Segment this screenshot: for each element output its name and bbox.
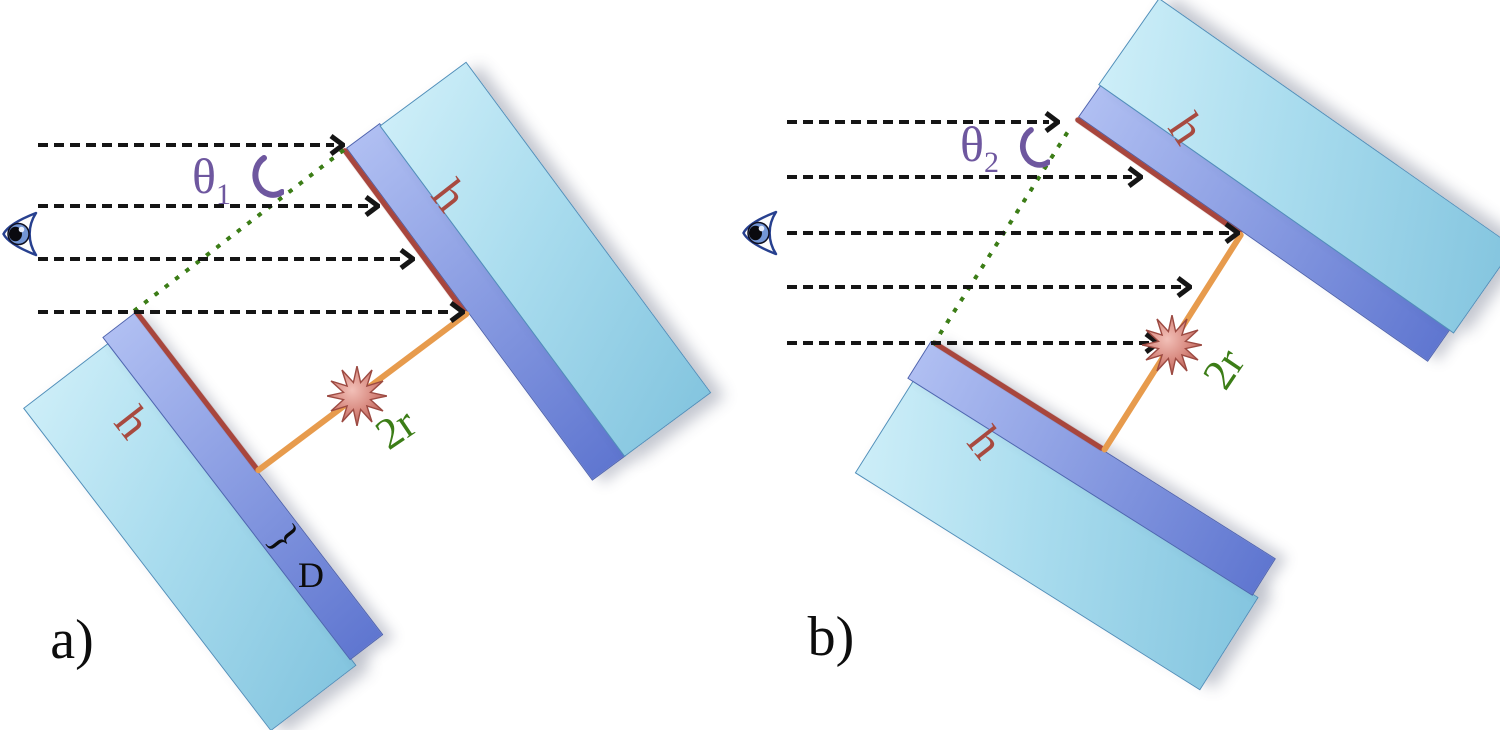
ray-arrowhead-icon — [1127, 166, 1143, 188]
ray-arrowhead-icon — [1176, 276, 1192, 298]
ray-arrowhead-icon — [1044, 111, 1060, 133]
panel-label-b: b) — [807, 606, 855, 668]
angle-label-theta1: θ1 — [192, 146, 292, 211]
ray-arrowhead-icon — [1224, 222, 1240, 244]
ray-dashed-line — [787, 231, 1229, 235]
ray-arrowhead-icon — [449, 301, 465, 323]
observer-eye-icon — [742, 210, 778, 256]
incident-ray — [787, 165, 1143, 189]
ray-dashed-line — [38, 310, 454, 314]
ray-dashed-line — [787, 285, 1181, 289]
ray-dashed-line — [38, 204, 369, 208]
scatter-burst-icon — [1142, 315, 1202, 375]
angle-arc-icon — [252, 155, 284, 198]
observer-eye-icon — [2, 211, 38, 257]
panel-label-a: a) — [50, 609, 94, 671]
incident-ray — [787, 275, 1192, 299]
incident-ray — [787, 221, 1240, 245]
incident-ray — [38, 247, 415, 271]
ray-dashed-line — [38, 257, 404, 261]
ray-arrowhead-icon — [399, 248, 415, 270]
angle-label-theta2: θ2 — [960, 114, 1060, 179]
theta-symbol: θ1 — [192, 148, 231, 211]
incident-ray — [787, 110, 1060, 134]
ray-arrowhead-icon — [329, 134, 345, 156]
separation-label-2r: 2r — [1193, 339, 1255, 398]
ray-dashed-line — [787, 175, 1132, 179]
ray-dashed-line — [38, 143, 334, 147]
thickness-label-d: D — [298, 555, 324, 595]
incident-ray — [38, 194, 380, 218]
scatter-burst-icon — [327, 366, 387, 426]
incident-ray — [787, 331, 1160, 355]
ray-dashed-line — [787, 120, 1049, 124]
incident-ray — [38, 300, 465, 324]
ray-dashed-line — [787, 341, 1149, 345]
angle-arc-icon — [1020, 127, 1050, 168]
ray-arrowhead-icon — [364, 195, 380, 217]
incident-ray — [38, 133, 345, 157]
theta-symbol: θ2 — [960, 116, 999, 179]
